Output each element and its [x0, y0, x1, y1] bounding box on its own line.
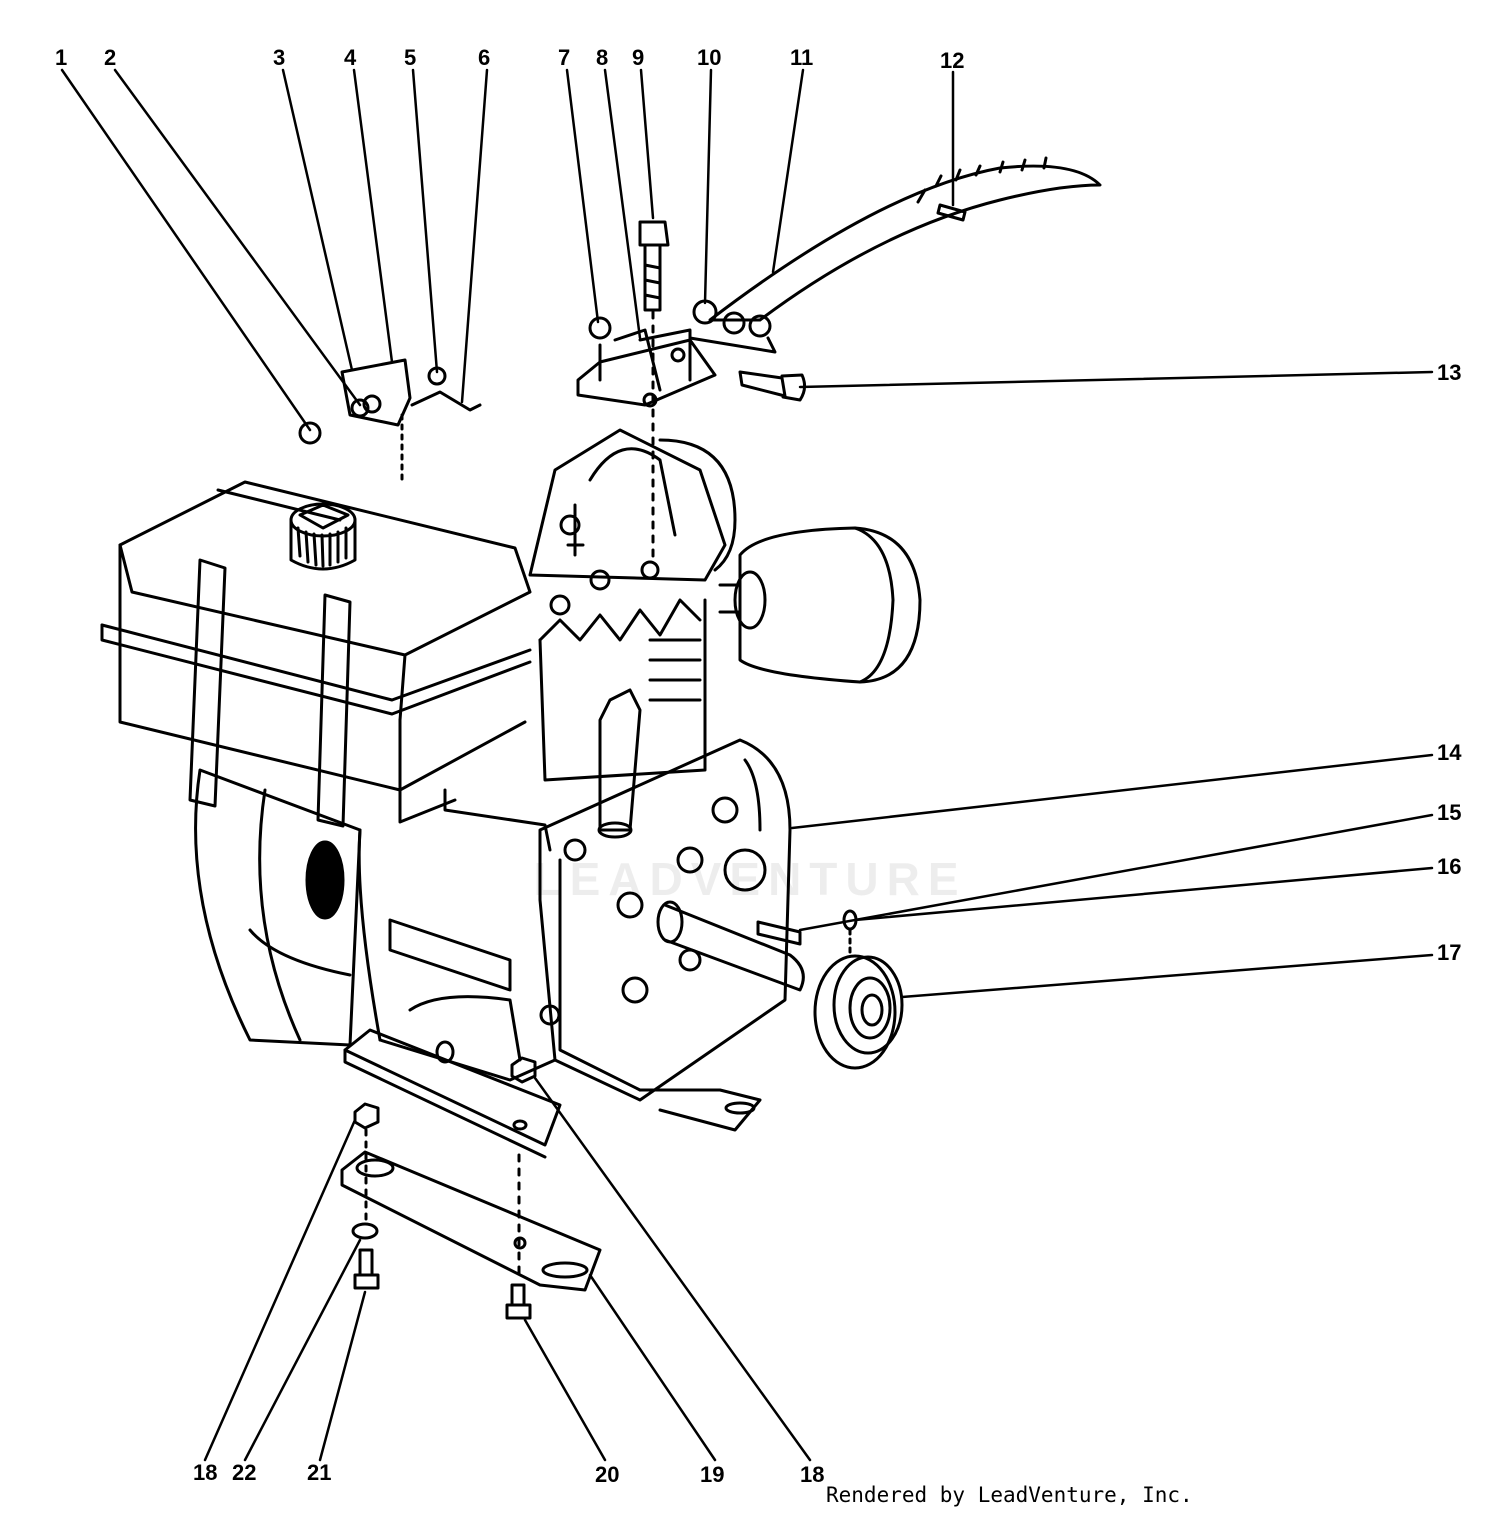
- callout-2: 2: [104, 45, 116, 70]
- setscrew-16: [842, 909, 858, 957]
- washer-22: [351, 1222, 379, 1240]
- key-15: [756, 920, 802, 946]
- callout-17: 17: [1437, 940, 1461, 965]
- callout-12: 12: [940, 48, 964, 73]
- bolt-13: [738, 370, 807, 402]
- dipstick-tube: [597, 688, 642, 839]
- callout-20: 20: [595, 1462, 619, 1487]
- control-bracket: [298, 358, 482, 482]
- callout-16: 16: [1437, 854, 1461, 879]
- callout-21: 21: [307, 1460, 331, 1485]
- callout-5: 5: [404, 45, 416, 70]
- callout-1: 1: [55, 45, 67, 70]
- watermark-text: LEADVENTURE: [533, 853, 967, 905]
- bolt-21: [353, 1248, 380, 1290]
- callout-13: 13: [1437, 360, 1461, 385]
- callout-7: 7: [558, 45, 570, 70]
- callout-18b: 18: [800, 1462, 824, 1487]
- callout-4: 4: [344, 45, 357, 70]
- callout-11: 11: [790, 45, 813, 70]
- cylinder-head: [528, 428, 727, 782]
- gear-cover: [538, 738, 792, 1102]
- callout-3: 3: [273, 45, 285, 70]
- handle-bracket: [576, 316, 717, 408]
- callout-18a: 18: [193, 1460, 217, 1485]
- handle-lever: [688, 156, 1102, 354]
- callout-14: 14: [1437, 740, 1462, 765]
- bolt-20: [505, 1153, 532, 1320]
- mounting-plate: [340, 1150, 602, 1292]
- callout-10: 10: [697, 45, 721, 70]
- air-cleaner: [718, 526, 922, 684]
- fuel-tank: [100, 480, 532, 828]
- bolt-9: [638, 220, 670, 562]
- callout-22: 22: [232, 1460, 256, 1485]
- callout-6: 6: [478, 45, 490, 70]
- callout-9: 9: [632, 45, 644, 70]
- crankcase: [194, 768, 557, 1082]
- callout-15: 15: [1437, 800, 1461, 825]
- callout-19: 19: [700, 1462, 724, 1487]
- callout-8: 8: [596, 45, 608, 70]
- credit-line: Rendered by LeadVenture, Inc.: [826, 1483, 1193, 1507]
- locknut-18b: [510, 1056, 537, 1084]
- flywheel-shroud: [658, 438, 737, 572]
- pulley-17: [813, 954, 904, 1070]
- callout-labels: 1 2 3 4 5 6 7 8 9 10 11 12 13 14 15 16 1…: [55, 45, 1462, 1487]
- engine-base: [343, 1028, 762, 1159]
- leader-lines: [60, 68, 1434, 1462]
- fuel-cap: [289, 502, 357, 571]
- crankshaft: [656, 900, 805, 992]
